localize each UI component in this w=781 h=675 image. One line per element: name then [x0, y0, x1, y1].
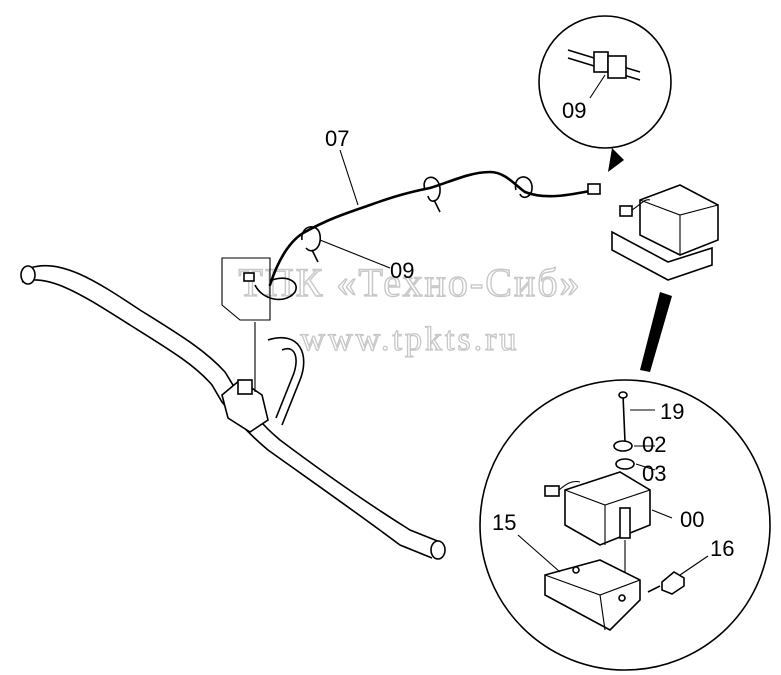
mounting-plate: [221, 257, 271, 321]
label-03: 03: [642, 461, 666, 486]
label-02: 02: [642, 432, 666, 457]
wire-harness: [243, 170, 601, 301]
watermark-url: www.tpkts.ru: [301, 321, 520, 358]
pointer-top: [608, 148, 624, 172]
frame-tube: [20, 264, 446, 560]
detail-circle-assembly: [479, 292, 771, 671]
label-07: 07: [325, 126, 349, 151]
main-unit: [611, 184, 719, 281]
label-00: 00: [680, 507, 704, 532]
label-09-detail: 09: [562, 98, 586, 123]
pointer-bottom: [640, 292, 672, 372]
leader-07: [339, 149, 359, 206]
leader-09: [319, 239, 391, 269]
detail-circle-connector: [538, 15, 672, 172]
label-19: 19: [660, 399, 684, 424]
label-16: 16: [710, 536, 734, 561]
label-09-main: 09: [390, 258, 414, 283]
label-15: 15: [492, 510, 516, 535]
